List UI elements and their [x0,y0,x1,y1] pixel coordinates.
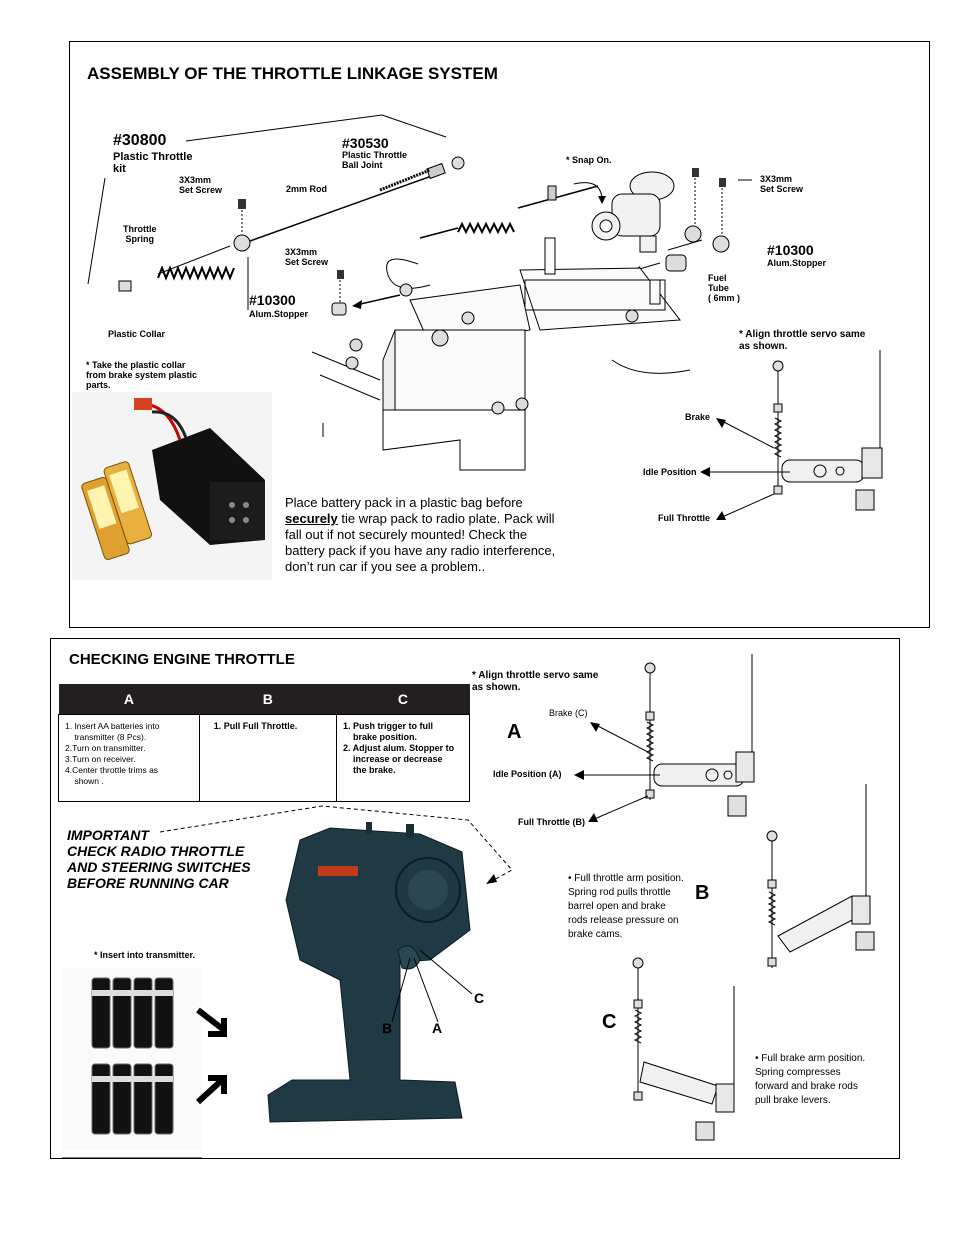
assembly-title: ASSEMBLY OF THE THROTTLE LINKAGE SYSTEM [87,64,498,83]
plastic-collar-label: Plastic Collar [108,329,166,339]
servo-brake-label: Brake [685,412,711,422]
fuel-tube-label: Fuel Tube ( 6mm ) [708,273,741,303]
battery-note-end: tie wrap pack to radio plate. Pack will … [285,511,556,574]
trigger-b-letter: B [382,1020,393,1036]
rod-label: 2mm Rod [286,184,328,194]
part-30800-number: #30800 [113,132,167,149]
step-c-line: 2. Adjust alum. Stopper to [342,743,455,753]
step-a-line: 2.Turn on transmitter. [65,743,146,753]
step-a-line: transmitter (8 Pcs). [65,732,147,742]
part-10300-right-number: #10300 [767,242,814,258]
checking-panel [50,638,900,1159]
set-screw-right-label: 3X3mm Set Screw [760,174,804,194]
step-a-line: shown . [65,776,104,786]
position-a-letter: A [507,721,522,743]
position-b-letter: B [695,882,710,904]
steps-cell-b: 1. Pull Full Throttle. [198,714,337,802]
step-b-line: 1. Pull Full Throttle. [213,721,298,731]
checking-title: CHECKING ENGINE THROTTLE [69,651,295,668]
step-c-line: the brake. [342,765,396,775]
important-warning: IMPORTANT CHECK RADIO THROTTLE AND STEER… [67,827,251,891]
step-a-line: 3.Turn on receiver. [65,754,136,764]
align-note-1: * Align throttle servo same as shown. [739,329,866,352]
part-30530-desc: Plastic Throttle Ball Joint [342,150,408,170]
snap-on-note: * Snap On. [566,155,612,165]
servo-full-label: Full Throttle [658,513,710,523]
steps-header-b: B [199,684,337,715]
steps-cell-c: 1. Push trigger to full brake position. … [335,714,471,802]
servo-idle-label: Idle Position [643,467,697,477]
part-10300-left-number: #10300 [249,292,296,308]
note-c: • Full brake arm position. Spring compre… [755,1053,866,1106]
part-30800-desc: Plastic Throttle kit [113,151,193,175]
step-c-line: 1. Push trigger to full [342,721,433,731]
throttle-spring-label: Throttle Spring [123,224,157,244]
step-c-line: brake position. [342,732,417,742]
part-30530-number: #30530 [342,135,389,151]
insert-note: * Insert into transmitter. [94,950,196,960]
align-note-2: * Align throttle servo same as shown. [472,670,599,693]
note-b: • Full throttle arm position. Spring rod… [568,873,684,940]
trigger-c-letter: C [474,990,485,1006]
servo2-brake-label: Brake (C) [549,708,588,718]
step-a-line: 1. Insert AA batteries into [65,721,160,731]
battery-note-start: Place battery pack in a plastic bag befo… [285,495,523,510]
part-10300-right-desc: Alum.Stopper [767,258,827,268]
set-screw-left-label: 3X3mm Set Screw [179,175,223,195]
servo2-idle-label: Idle Position (A) [493,769,562,779]
battery-note-bold: securely [285,511,338,526]
steps-table: A B C 1. Insert AA batteries into transm… [58,684,471,802]
servo2-full-label: Full Throttle (B) [518,817,585,827]
collar-note: * Take the plastic collar from brake sys… [86,360,198,390]
assembly-panel [69,41,930,628]
steps-header-a: A [58,684,200,715]
step-a-line: 4.Center throttle trims as [65,765,159,775]
battery-note: Place battery pack in a plastic bag befo… [285,495,570,575]
trigger-a-letter: A [432,1020,443,1036]
part-10300-left-desc: Alum.Stopper [249,309,309,319]
set-screw-mid-label: 3X3mm Set Screw [285,247,329,267]
step-c-line: increase or decrease [342,754,443,764]
position-c-letter: C [602,1011,617,1033]
steps-header-c: C [336,684,470,715]
